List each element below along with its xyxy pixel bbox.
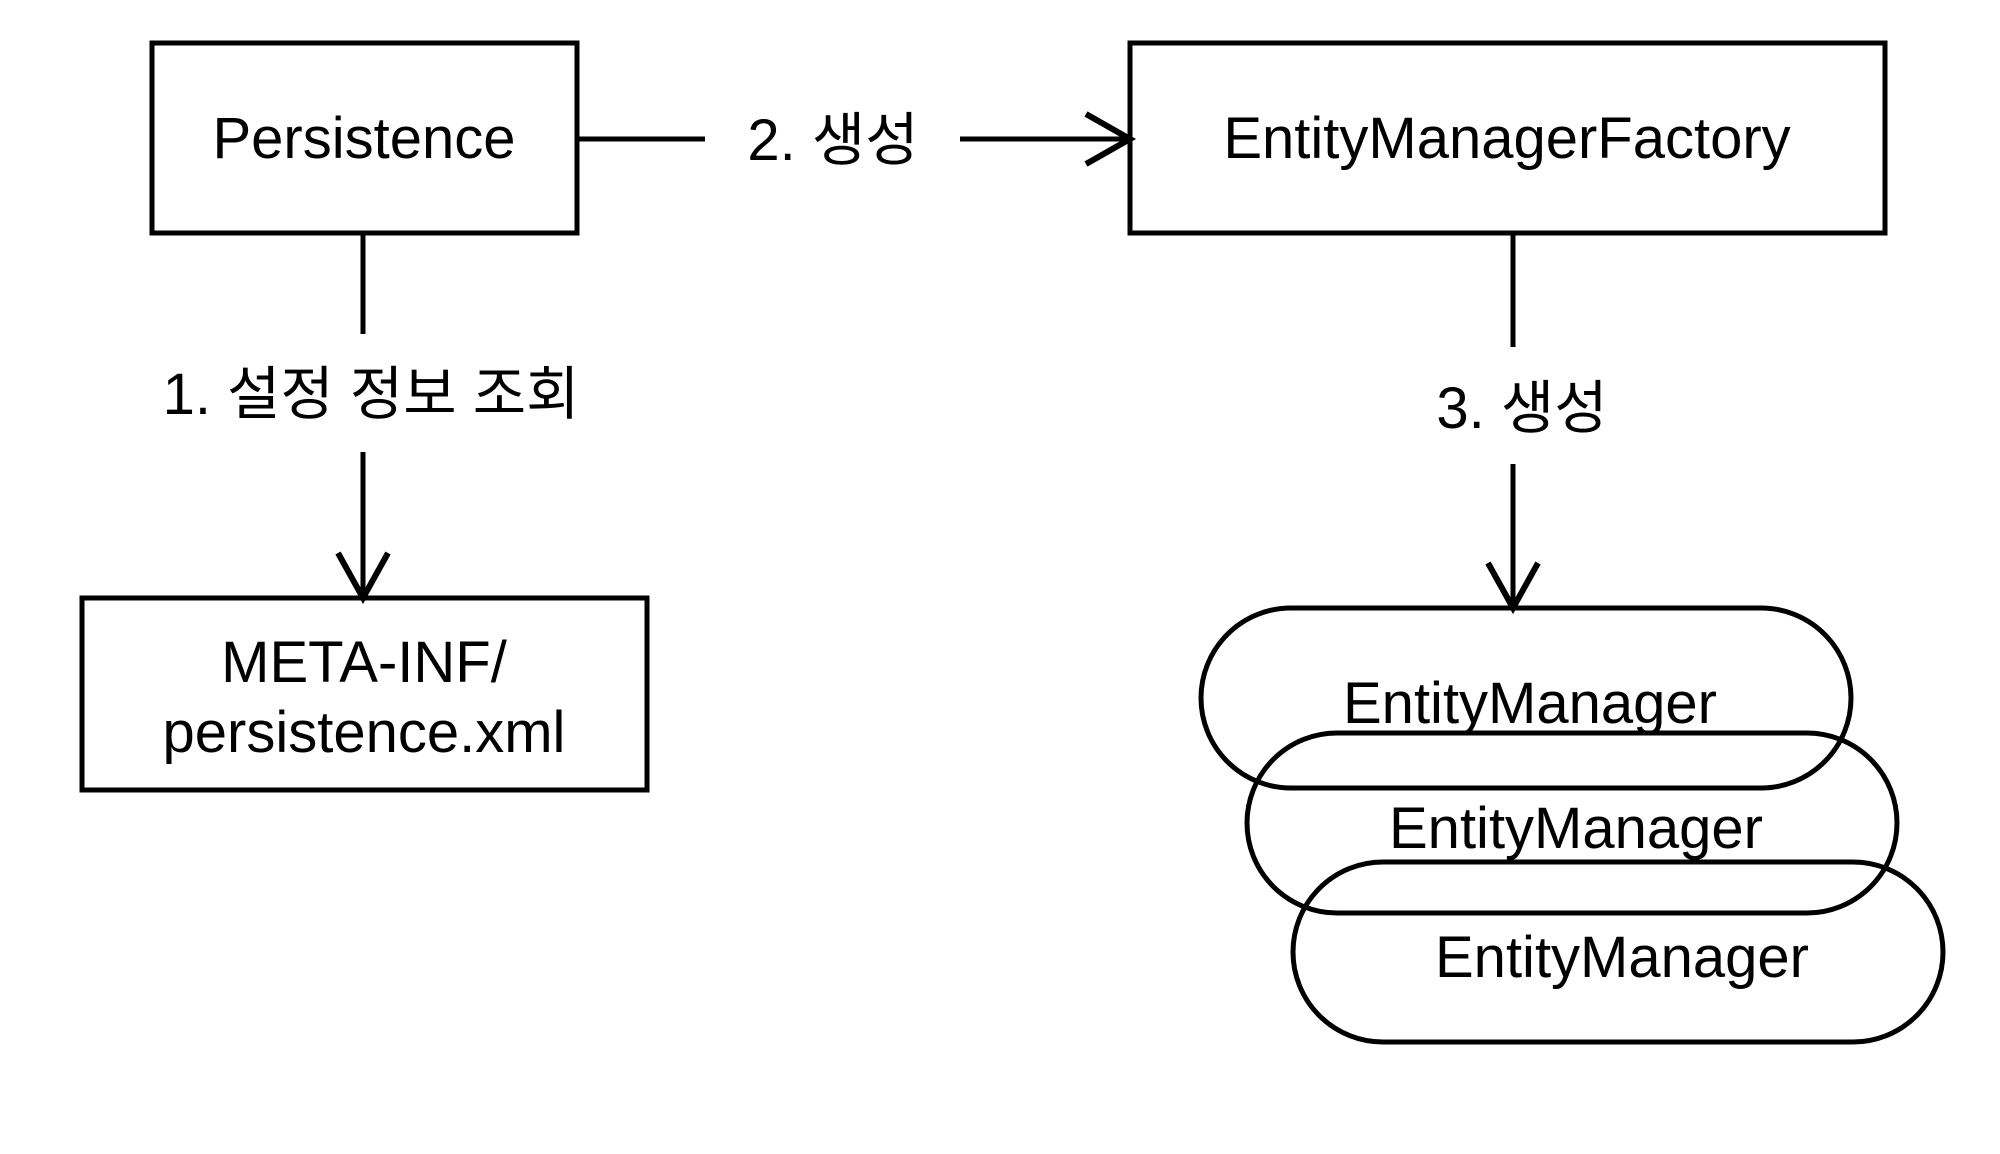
- node-persistence-label: Persistence: [212, 106, 515, 171]
- node-entity-manager-factory-label: EntityManagerFactory: [1223, 106, 1790, 171]
- node-meta-inf-label-line1: META-INF/: [221, 630, 508, 695]
- node-persistence-shape: [149, 40, 580, 236]
- node-persistence[interactable]: Persistence: [149, 40, 580, 236]
- edge-1-label: 1. 설정 정보 조회: [163, 362, 580, 427]
- node-entity-manager-1[interactable]: EntityManager: [1198, 605, 1854, 791]
- node-meta-inf-label-line2: persistence.xml: [163, 700, 566, 765]
- edge-2-label: 2. 생성: [747, 108, 918, 173]
- node-entity-manager-3-shape: [1290, 859, 1946, 1045]
- node-meta-inf-persistence-xml[interactable]: META-INF/ persistence.xml: [79, 595, 650, 793]
- node-entity-manager-1-label: EntityManager: [1343, 671, 1717, 736]
- node-entity-manager-factory[interactable]: EntityManagerFactory: [1127, 40, 1888, 236]
- node-entity-manager-2[interactable]: EntityManager: [1244, 730, 1900, 916]
- node-entity-manager-3-label: EntityManager: [1435, 925, 1809, 990]
- edge-1-label-group: 1. 설정 정보 조회: [156, 355, 587, 434]
- node-entity-manager-2-label: EntityManager: [1389, 796, 1763, 861]
- node-entity-manager-factory-shape: [1127, 40, 1888, 236]
- edge-3-label-group: 3. 생성: [1429, 369, 1614, 448]
- node-entity-manager-1-shape: [1198, 605, 1854, 791]
- edge-3-label: 3. 생성: [1436, 376, 1607, 441]
- edge-2-label-group: 2. 생성: [740, 101, 925, 180]
- node-entity-manager-2-shape: [1244, 730, 1900, 916]
- node-entity-manager-3[interactable]: EntityManager: [1290, 859, 1946, 1045]
- node-meta-inf-shape: [79, 595, 650, 793]
